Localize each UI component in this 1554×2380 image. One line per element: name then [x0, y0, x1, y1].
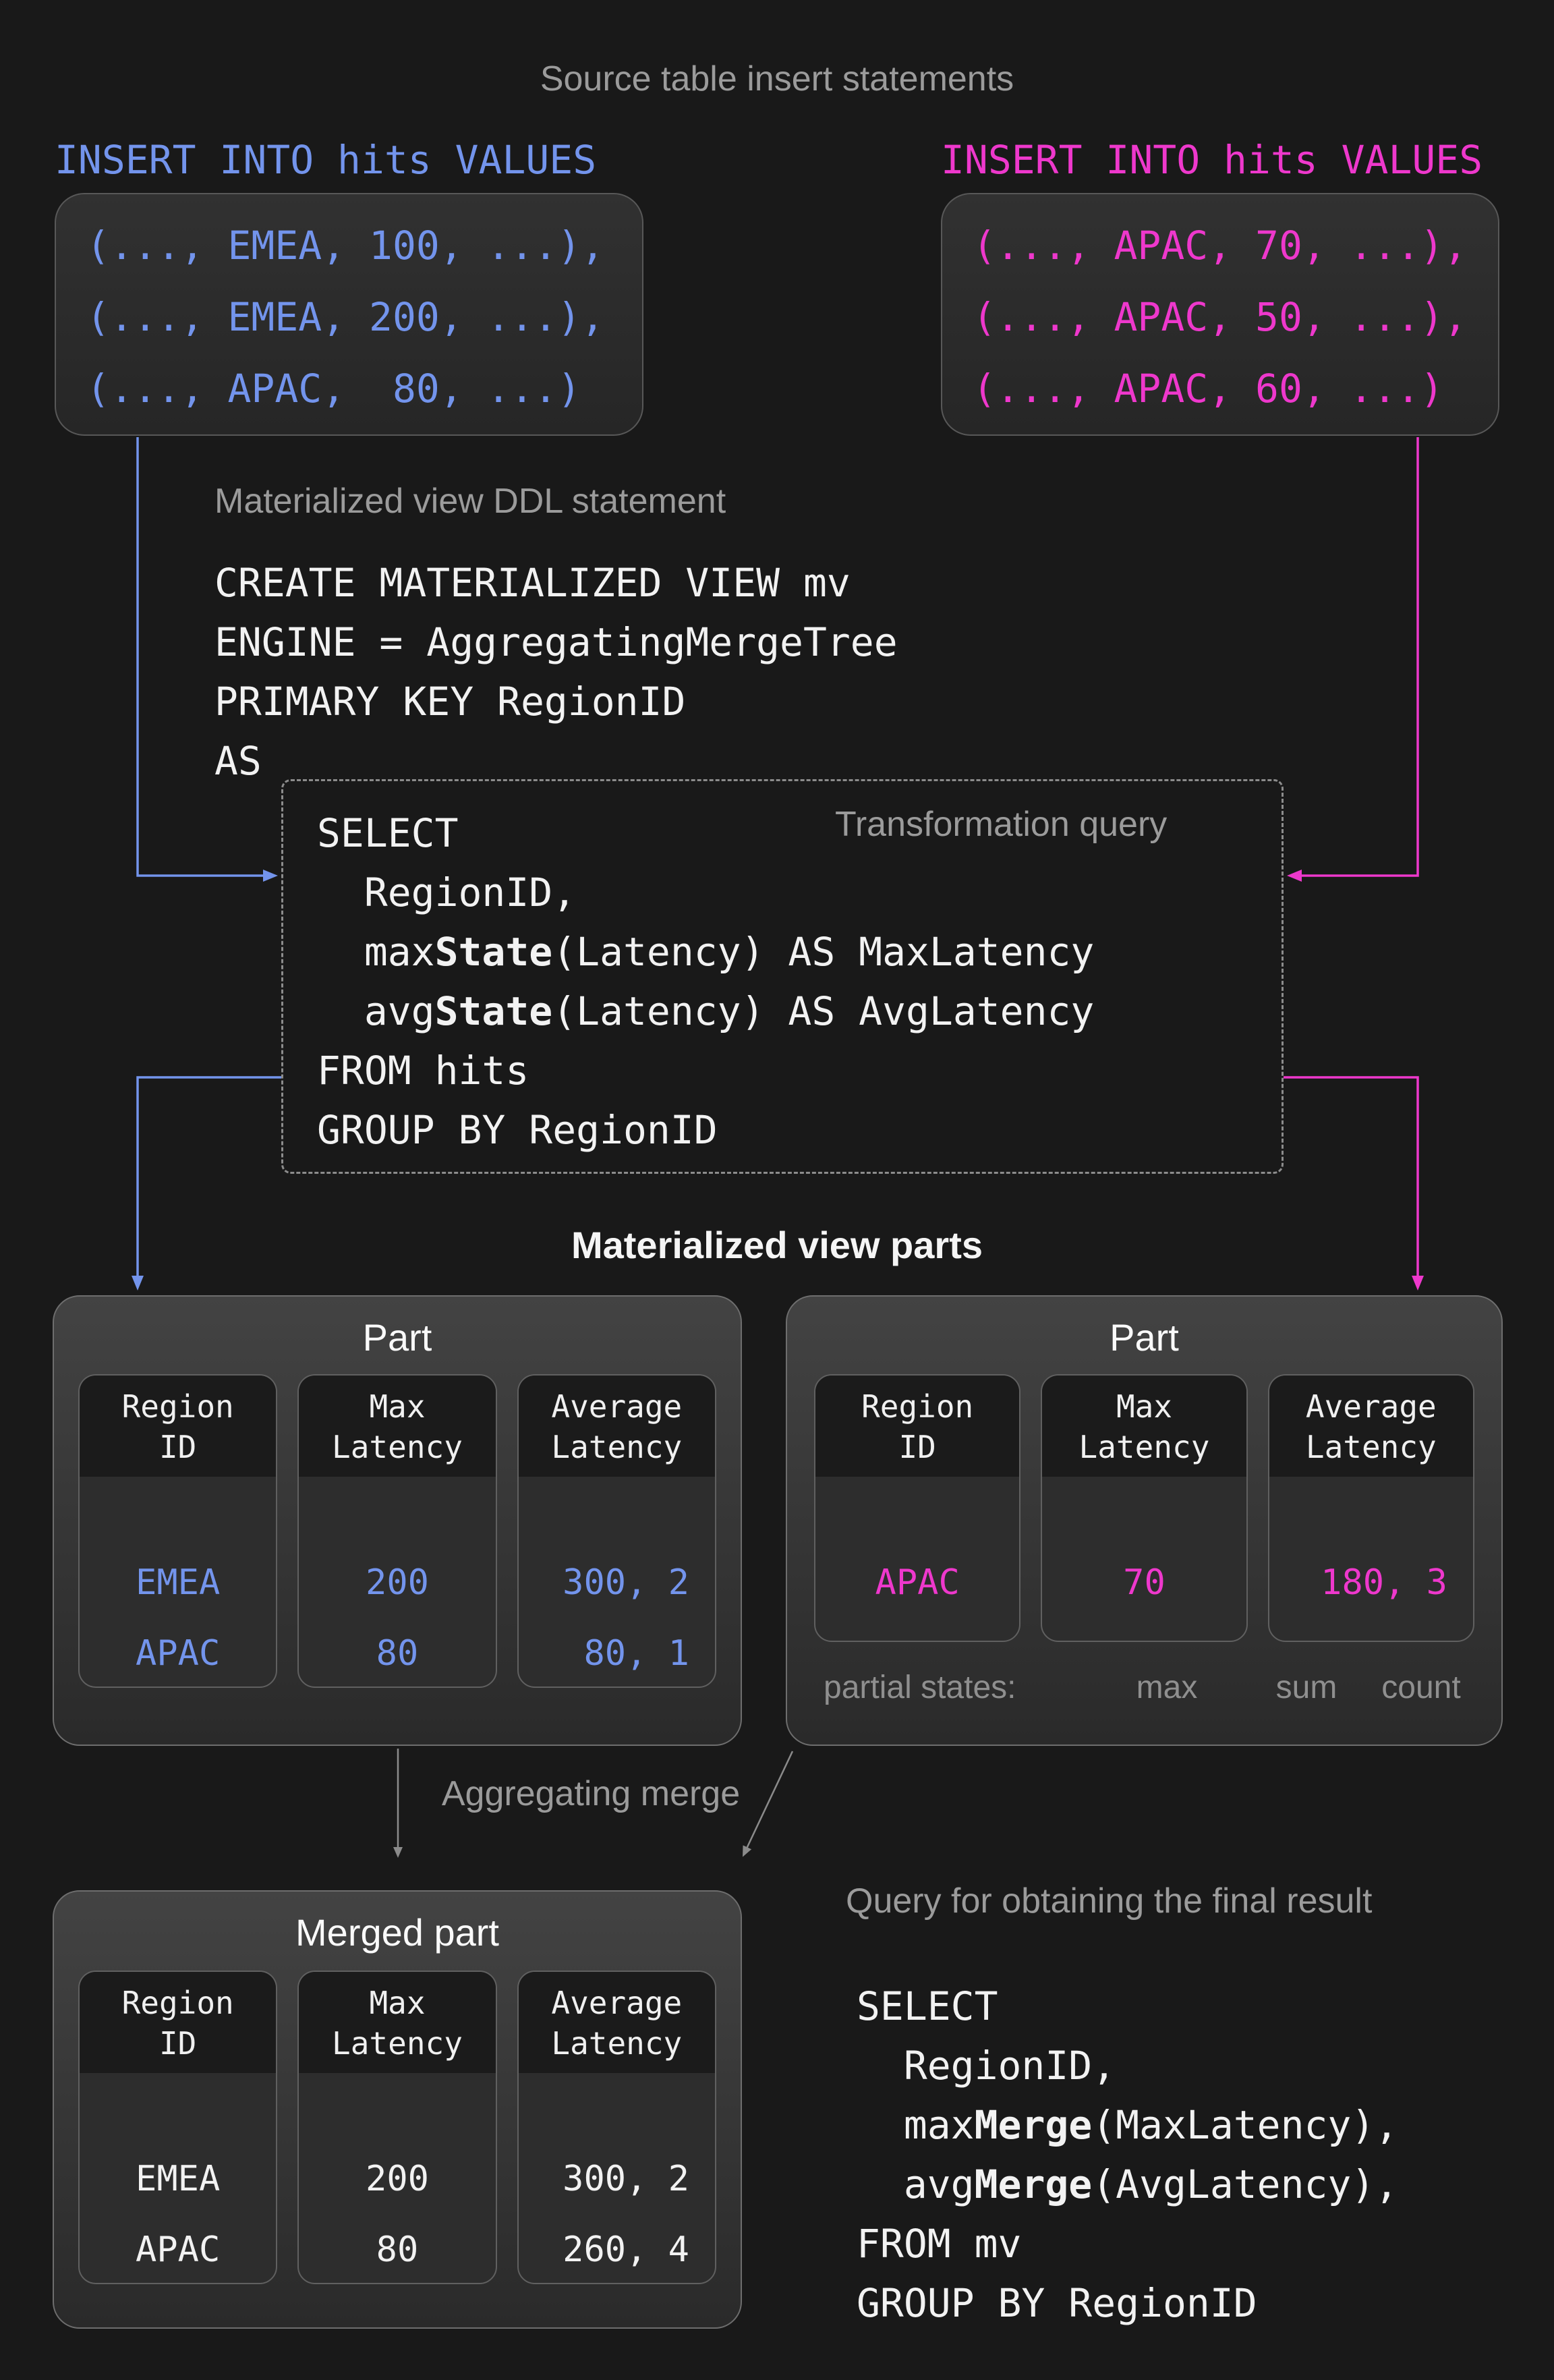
cell-value: EMEA — [136, 2159, 221, 2199]
fq-line: RegionID, — [857, 2043, 1116, 2089]
part-right-col-max: Max Latency 70 — [1041, 1374, 1248, 1642]
insert-left-row: (..., EMEA, 100, ...), — [86, 223, 605, 268]
insert-right-header: INSERT INTO hits VALUES — [941, 137, 1483, 183]
cell-value: 80 — [376, 2230, 419, 2270]
cell-value: EMEA — [136, 1562, 221, 1603]
insert-left-header: INSERT INTO hits VALUES — [55, 137, 597, 183]
partial-states-label: partial states: — [824, 1670, 1016, 1705]
tq-line: SELECT — [317, 810, 459, 856]
insert-right-row: (..., APAC, 60, ...) — [973, 366, 1444, 412]
cell-value: 200 — [366, 1562, 429, 1603]
column-header: Max Latency — [299, 1376, 496, 1477]
ddl-line: ENGINE = AggregatingMergeTree — [214, 619, 898, 665]
tq-line: maxState(Latency) AS MaxLatency — [317, 929, 1095, 975]
column-header: Region ID — [80, 1972, 277, 2073]
fq-line: avgMerge(AvgLatency), — [857, 2161, 1399, 2207]
part-right-col-avg: Average Latency 180, 3 — [1267, 1374, 1474, 1642]
cell-value: 80, 1 — [583, 1633, 689, 1674]
merged-col-max: Max Latency 200 80 — [297, 1971, 497, 2284]
ddl-line: PRIMARY KEY RegionID — [214, 679, 686, 725]
merge-keyword: Merge — [974, 2161, 1093, 2207]
aggregating-merge-label: Aggregating merge — [441, 1774, 741, 1813]
insert-right-row: (..., APAC, 50, ...), — [973, 294, 1468, 340]
cell-value: APAC — [136, 1633, 221, 1674]
part-left-col-avg: Average Latency 300, 2 80, 1 — [517, 1374, 716, 1688]
ddl-line: CREATE MATERIALIZED VIEW mv — [214, 560, 851, 606]
fq-line: maxMerge(MaxLatency), — [857, 2102, 1399, 2148]
transformation-query-title: Transformation query — [835, 805, 1168, 844]
state-keyword: State — [434, 929, 553, 975]
tq-line: RegionID, — [317, 870, 577, 915]
cell-value: 70 — [1123, 1562, 1166, 1603]
tq-line: FROM hits — [317, 1048, 529, 1094]
cell-value: APAC — [875, 1562, 960, 1603]
merged-part-title: Merged part — [295, 1911, 499, 1954]
cell-value: 300, 2 — [563, 1562, 689, 1603]
part-right-box: Part Region ID APAC Max Latency 70 — [786, 1295, 1503, 1746]
fq-line: SELECT — [857, 1983, 998, 2029]
column-header: Average Latency — [518, 1972, 715, 2073]
cell-value: APAC — [136, 2230, 221, 2270]
fq-line: GROUP BY RegionID — [857, 2280, 1257, 2326]
cell-value: 260, 4 — [563, 2230, 689, 2270]
ddl-title: Materialized view DDL statement — [214, 482, 726, 521]
final-query-title: Query for obtaining the final result — [846, 1881, 1373, 1921]
merged-part-box: Merged part Region ID EMEA APAC Max Late… — [53, 1890, 742, 2329]
column-header: Region ID — [80, 1376, 277, 1477]
insert-right-row: (..., APAC, 70, ...), — [973, 223, 1468, 268]
cell-value: 180, 3 — [1321, 1562, 1447, 1603]
part-left-title: Part — [362, 1316, 432, 1359]
parts-section-title: Materialized view parts — [571, 1224, 983, 1266]
merged-col-region: Region ID EMEA APAC — [78, 1971, 278, 2284]
partial-sum-label: sum — [1275, 1670, 1337, 1705]
insert-left-box: (..., EMEA, 100, ...), (..., EMEA, 200, … — [55, 193, 643, 436]
column-header: Average Latency — [518, 1376, 715, 1477]
merge-keyword: Merge — [974, 2102, 1093, 2148]
final-query-code: SELECT RegionID, maxMerge(MaxLatency), a… — [857, 1977, 1398, 2333]
part-left-col-region: Region ID EMEA APAC — [78, 1374, 278, 1688]
cell-value: 300, 2 — [563, 2159, 689, 2199]
state-keyword: State — [434, 988, 553, 1034]
source-inserts-title: Source table insert statements — [540, 59, 1014, 98]
part-left-box: Part Region ID EMEA APAC Max Latency 200 — [53, 1295, 742, 1746]
ddl-code: CREATE MATERIALIZED VIEW mv ENGINE = Agg… — [214, 553, 898, 791]
cell-value: 80 — [376, 1633, 419, 1674]
cell-value: 200 — [366, 2159, 429, 2199]
column-header: Max Latency — [299, 1972, 496, 2073]
tq-line: GROUP BY RegionID — [317, 1107, 718, 1153]
transformation-query-code: SELECT RegionID, maxState(Latency) AS Ma… — [317, 803, 1094, 1160]
column-header: Max Latency — [1042, 1376, 1246, 1477]
arrow-merge-right — [743, 1751, 794, 1857]
column-header: Region ID — [815, 1376, 1020, 1477]
part-right-col-region: Region ID APAC — [814, 1374, 1021, 1642]
insert-right-box: (..., APAC, 70, ...), (..., APAC, 50, ..… — [941, 193, 1499, 436]
partial-count-label: count — [1381, 1670, 1461, 1705]
insert-left-row: (..., EMEA, 200, ...), — [86, 294, 605, 340]
fq-line: FROM mv — [857, 2221, 1022, 2267]
merged-col-avg: Average Latency 300, 2 260, 4 — [517, 1971, 716, 2284]
partial-max-label: max — [1136, 1670, 1198, 1705]
part-right-title: Part — [1110, 1316, 1179, 1359]
transformation-query-box — [281, 779, 1284, 1174]
arrow-insert-right-to-query — [1287, 437, 1419, 882]
column-header: Average Latency — [1269, 1376, 1473, 1477]
ddl-line: AS — [214, 738, 262, 784]
insert-left-row: (..., APAC, 80, ...) — [86, 366, 581, 412]
part-left-col-max: Max Latency 200 80 — [297, 1374, 497, 1688]
tq-line: avgState(Latency) AS AvgLatency — [317, 988, 1095, 1034]
